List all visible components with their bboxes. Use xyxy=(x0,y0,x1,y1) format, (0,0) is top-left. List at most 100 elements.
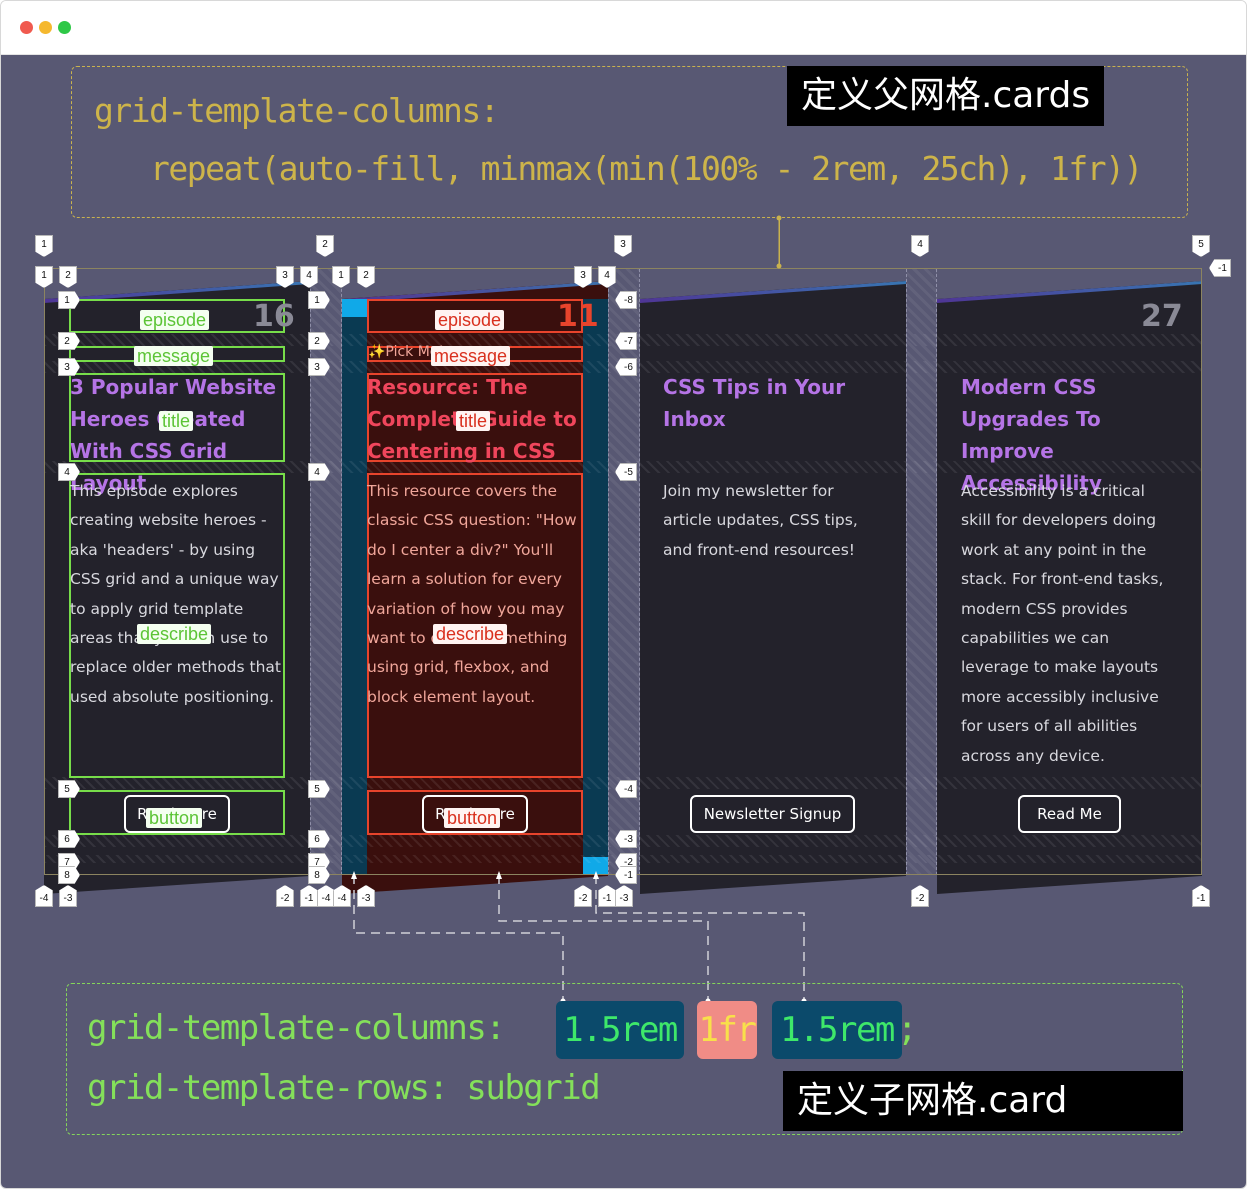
parent-col-line-5-badge: 5 xyxy=(1192,235,1210,257)
diagram-stage: grid-template-columns: repeat(auto-fill,… xyxy=(1,55,1246,1188)
card2-row-line-neg6-badge: -6 xyxy=(615,358,637,376)
card3-col-line-neg3-badge: -3 xyxy=(615,885,633,907)
card3-newsletter-signup-button[interactable]: Newsletter Signup xyxy=(690,795,855,833)
card2-row-line-neg4-badge: -4 xyxy=(615,780,637,798)
card1-col-line-neg2-badge: -2 xyxy=(276,885,294,907)
card-4 xyxy=(937,281,1202,894)
card2-col-line-neg2-badge: -2 xyxy=(574,885,592,907)
card2-describe-area xyxy=(367,473,583,778)
card4-description: Accessibility is a critical skill for de… xyxy=(961,482,1164,765)
child-code-line-1: grid-template-columns: xyxy=(87,1008,506,1048)
close-window-button[interactable] xyxy=(20,21,33,34)
card1-description: This episode explores creating website h… xyxy=(70,482,281,706)
parent-row-line-neg1-badge: -1 xyxy=(1209,259,1231,277)
card1-row-line-1-badge: 1 xyxy=(58,291,80,309)
card2-episode-label: episode xyxy=(435,310,505,330)
card4-title[interactable]: Modern CSS Upgrades To Improve Accessibi… xyxy=(961,375,1102,495)
card1-title[interactable]: 3 Popular Website Heroes Created With CS… xyxy=(70,375,277,495)
card2-episode-number: 11 xyxy=(557,299,599,334)
card4-read-me-button[interactable]: Read Me xyxy=(1018,795,1121,833)
card2-button-label: button xyxy=(444,808,501,828)
parent-col-line-neg1-badge: -1 xyxy=(1192,885,1210,907)
card1-describe-area xyxy=(69,473,285,778)
card1-button-area xyxy=(69,790,285,835)
card2-describe-label: describe xyxy=(433,624,508,644)
child-col-track-2: 1fr xyxy=(697,1001,757,1059)
card2-row-line-1-badge: 1 xyxy=(308,291,330,309)
card2-message: ✨Pick Me! xyxy=(368,344,445,360)
parent-grid-tag: 定义父网格.cards xyxy=(787,66,1105,126)
card1-col-line-neg4-badge: -4 xyxy=(35,885,53,907)
card2-col-line-3-badge: 3 xyxy=(574,266,592,288)
child-code-line-2: grid-template-rows: subgrid xyxy=(87,1068,601,1108)
card1-row-line-2-badge: 2 xyxy=(58,332,80,350)
parent-col-line-1-badge: 1 xyxy=(35,235,53,257)
card1-col-line-4-badge: 4 xyxy=(300,266,318,288)
card1-title-area xyxy=(69,373,285,462)
card2-episode-area xyxy=(367,299,583,333)
card2-message-label: message xyxy=(431,346,511,366)
card2-left-gutter xyxy=(342,299,367,875)
card1-describe-label: describe xyxy=(137,624,212,644)
card2-description: This resource covers the classic CSS que… xyxy=(367,482,577,706)
card3-title[interactable]: CSS Tips in Your Inbox xyxy=(663,375,846,431)
card2-button-area xyxy=(367,790,583,835)
parent-grid-annotation: grid-template-columns: repeat(auto-fill,… xyxy=(71,66,1188,218)
card2-row-line-8-badge: 8 xyxy=(308,866,330,884)
card1-episode-label: episode xyxy=(140,310,210,330)
card1-row-line-3-badge: 3 xyxy=(58,358,80,376)
card2-row-line-neg5-badge: -5 xyxy=(615,463,637,481)
zoom-window-button[interactable] xyxy=(58,21,71,34)
card2-title-area xyxy=(367,373,583,462)
card4-episode-number: 27 xyxy=(1141,299,1183,334)
card2-right-gutter xyxy=(583,299,608,875)
parent-col-line-4-badge: 4 xyxy=(911,235,929,257)
card2-row-line-4-badge: 4 xyxy=(308,463,330,481)
parent-code-line-1: grid-template-columns: xyxy=(94,91,500,130)
card1-episode-number: 16 xyxy=(253,299,295,334)
card1-col-line-2-badge: 2 xyxy=(59,266,77,288)
card1-row-line-5-badge: 5 xyxy=(58,780,80,798)
card1-row-line-8-badge: 8 xyxy=(58,866,80,884)
card2-left-gutter-highlight xyxy=(342,299,367,317)
card2-row-line-neg1-badge: -1 xyxy=(615,866,637,884)
parent-col-line-2-badge: 2 xyxy=(316,235,334,257)
card1-message-label: message xyxy=(134,346,214,366)
card2-col-line-neg3-badge: -3 xyxy=(357,885,375,907)
child-col-track-3: 1.5rem xyxy=(772,1001,902,1059)
column-gap-3 xyxy=(906,269,937,875)
parent-code-line-2: repeat(auto-fill, minmax(min(100% - 2rem… xyxy=(150,149,1143,188)
card2-row-line-6-badge: 6 xyxy=(308,830,330,848)
card2-row-line-2-badge: 2 xyxy=(308,332,330,350)
card2-col-line-1-badge: 1 xyxy=(332,266,350,288)
parent-col-line-neg2-badge: -2 xyxy=(911,885,929,907)
card2-row-line-neg7-badge: -7 xyxy=(615,332,637,350)
card2-right-gutter-highlight xyxy=(583,857,608,875)
card1-row-line-6-badge: 6 xyxy=(58,830,80,848)
card2-row-line-3-badge: 3 xyxy=(308,358,330,376)
card2-col-line-4-badge: 4 xyxy=(598,266,616,288)
card2-title-label: title xyxy=(456,411,491,431)
card1-row-line-4-badge: 4 xyxy=(58,463,80,481)
parent-col-line-3-badge: 3 xyxy=(614,235,632,257)
card2-col-line-2-badge: 2 xyxy=(357,266,375,288)
card2-row-line-neg8-badge: -8 xyxy=(615,291,637,309)
card1-col-line-1-badge: 1 xyxy=(35,266,53,288)
child-code-semicolon: ; xyxy=(897,1009,918,1049)
minimize-window-button[interactable] xyxy=(39,21,52,34)
card3-description: Join my newsletter for article updates, … xyxy=(663,482,858,559)
card1-col-line-neg3-badge: -3 xyxy=(59,885,77,907)
card2-row-line-5-badge: 5 xyxy=(308,780,330,798)
window-titlebar xyxy=(1,1,1246,55)
card-3 xyxy=(640,281,906,894)
card2-row-line-neg3-badge: -3 xyxy=(615,830,637,848)
card1-episode-area xyxy=(69,299,285,333)
child-col-track-1: 1.5rem xyxy=(556,1001,684,1059)
card2-col-line-neg4b-badge: -4 xyxy=(333,885,351,907)
card1-col-line-3-badge: 3 xyxy=(276,266,294,288)
card1-title-label: title xyxy=(159,411,194,431)
child-grid-annotation: grid-template-columns: grid-template-row… xyxy=(66,983,1183,1135)
card1-button-label: button xyxy=(146,808,203,828)
child-grid-tag: 定义子网格.card xyxy=(783,1071,1183,1131)
